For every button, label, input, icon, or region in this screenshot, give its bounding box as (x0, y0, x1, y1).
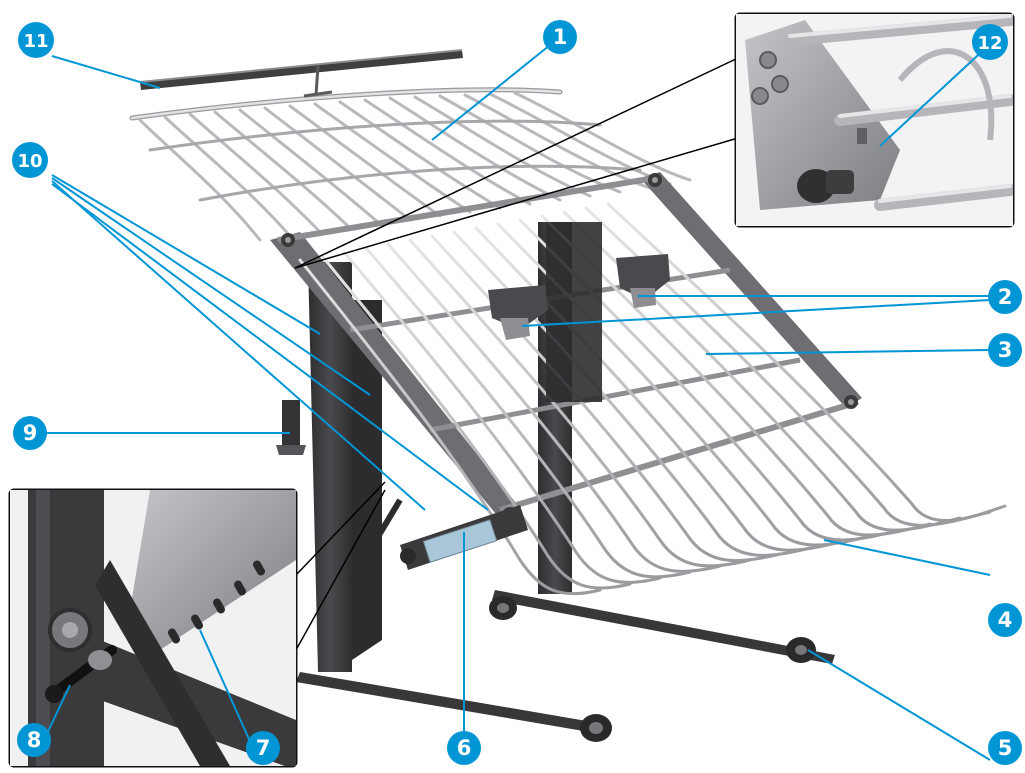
media-clamps (488, 254, 670, 340)
callout-label: 12 (977, 33, 1002, 54)
leader-3 (705, 349, 991, 355)
callout-circle (17, 723, 51, 757)
callout-6: 6 (447, 731, 481, 765)
callout-label: 2 (998, 285, 1013, 309)
clamp-left (488, 285, 548, 340)
callout-11: 11 (18, 22, 54, 58)
leader-12 (879, 43, 991, 147)
callout-label: 8 (27, 728, 42, 752)
leader-10b (51, 177, 371, 396)
callout-3: 3 (988, 333, 1022, 367)
leader-7 (199, 629, 254, 749)
leader-lines (43, 36, 991, 761)
callout-1: 1 (543, 20, 577, 54)
callout-label: 5 (998, 736, 1013, 760)
callout-label: 1 (553, 25, 568, 49)
callout-5: 5 (988, 731, 1022, 765)
callout-circle (988, 731, 1022, 765)
clamp-right (616, 254, 670, 308)
leader-10a (51, 174, 321, 335)
callout-label: 4 (998, 608, 1013, 632)
caster-wheels (489, 596, 816, 742)
callout-circle (972, 24, 1008, 60)
callout-label: 10 (17, 151, 42, 172)
caster-wheel-front (580, 714, 612, 742)
callout-8: 8 (17, 723, 51, 757)
callout-label: 11 (23, 31, 48, 52)
callout-circle (447, 731, 481, 765)
callout-10: 10 (12, 142, 48, 178)
callout-circle (988, 603, 1022, 637)
callout-circle (988, 280, 1022, 314)
leader-10d (51, 183, 489, 511)
leader-11 (51, 55, 161, 89)
callout-2: 2 (988, 280, 1022, 314)
leader-8 (43, 684, 71, 741)
callout-circle (18, 22, 54, 58)
callout-circle (543, 20, 577, 54)
side-handle (276, 400, 306, 455)
leader-1 (431, 36, 561, 141)
callout-label: 7 (256, 736, 271, 760)
callout-circle (246, 731, 280, 765)
callout-12: 12 (972, 24, 1008, 60)
upper-wire-basket (129, 87, 692, 242)
caster-wheel-back-left (489, 596, 517, 620)
center-upright (546, 222, 602, 402)
callout-4: 4 (988, 603, 1022, 637)
leader-10c (51, 180, 426, 511)
callout-circle (988, 333, 1022, 367)
callout-circle (13, 416, 47, 450)
callout-7: 7 (246, 731, 280, 765)
leg-brace (349, 498, 403, 582)
callout-label: 9 (23, 421, 38, 445)
leader-5 (807, 649, 991, 761)
callout-label: 3 (998, 338, 1013, 362)
caster-wheel-back-right (786, 637, 816, 663)
leader-2b (521, 299, 991, 327)
callout-label: 6 (457, 736, 472, 760)
detail-bottom-left (8, 481, 386, 768)
callout-circle (12, 142, 48, 178)
detail-top-right (294, 12, 1015, 269)
leader-4 (823, 539, 991, 576)
top-rod-bar (139, 49, 463, 98)
callout-9: 9 (13, 416, 47, 450)
